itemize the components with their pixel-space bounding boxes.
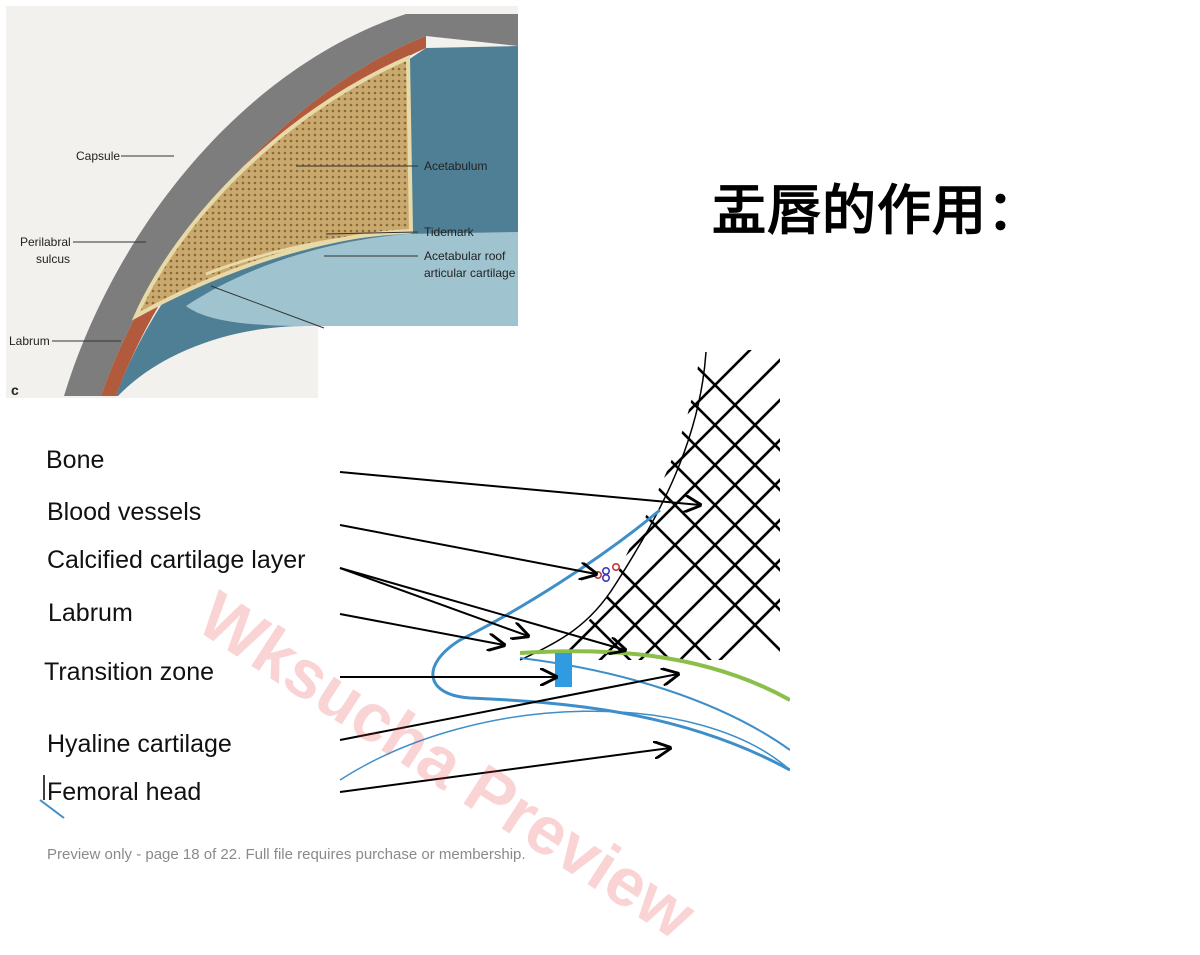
label-femoral-head: Femoral head bbox=[47, 778, 202, 806]
label-perilabral-2: sulcus bbox=[36, 252, 70, 266]
label-acetabular-roof-2: articular cartilage bbox=[424, 266, 516, 280]
label-hyaline-cartilage: Hyaline cartilage bbox=[47, 730, 232, 758]
anatomy-illustration: Capsule Acetabulum Perilabral sulcus Tid… bbox=[6, 6, 518, 398]
label-labrum: Labrum bbox=[48, 599, 133, 627]
bone-hatch bbox=[520, 350, 780, 660]
preview-footer-note: Preview only - page 18 of 22. Full file … bbox=[47, 846, 526, 863]
label-labrum: Labrum bbox=[9, 334, 50, 348]
label-capsule: Capsule bbox=[76, 149, 120, 163]
panel-letter: c bbox=[11, 382, 19, 398]
label-acetabulum: Acetabulum bbox=[424, 159, 487, 173]
calcified-layer bbox=[519, 649, 790, 702]
label-bone: Bone bbox=[46, 446, 105, 474]
slide-title: 盂唇的作用： bbox=[712, 179, 1042, 242]
label-acetabular-roof-1: Acetabular roof bbox=[424, 249, 506, 263]
label-tidemark: Tidemark bbox=[424, 225, 475, 239]
transition-zone bbox=[555, 653, 572, 687]
labrum-outline bbox=[431, 508, 790, 772]
label-blood-vessels: Blood vessels bbox=[47, 498, 202, 526]
label-perilabral-1: Perilabral bbox=[20, 235, 71, 249]
label-transition-zone: Transition zone bbox=[44, 658, 214, 686]
blood-vessels bbox=[593, 563, 620, 583]
labrum-schematic bbox=[39, 350, 790, 819]
label-calcified-cartilage-layer: Calcified cartilage layer bbox=[47, 546, 306, 574]
femoral-head-outline bbox=[339, 710, 790, 781]
